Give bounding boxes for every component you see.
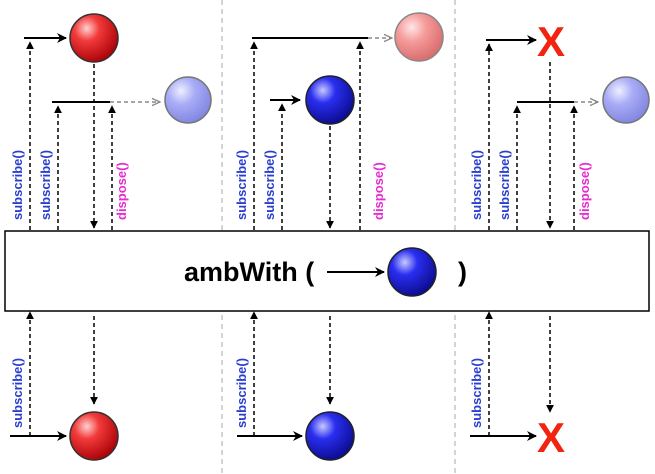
dispose-label: dispose() [114, 162, 129, 220]
error-mark: X [537, 414, 565, 461]
operator-box: ambWith ( ) [4, 230, 650, 312]
red-marble [69, 411, 119, 461]
blue-marble [305, 411, 355, 461]
subscribe-label: subscribe() [469, 358, 484, 428]
panel-1: subscribe() subscribe() dispose() subscr… [10, 13, 212, 461]
subscribe-label: subscribe() [262, 150, 277, 220]
blue-marble [305, 75, 355, 125]
subscribe-label: subscribe() [469, 150, 484, 220]
subscribe-label: subscribe() [10, 358, 25, 428]
faded-blue-marble [602, 76, 650, 124]
faded-red-marble [394, 12, 444, 62]
operator-close-paren: ) [458, 257, 467, 287]
subscribe-label: subscribe() [38, 150, 53, 220]
subscribe-label: subscribe() [234, 150, 249, 220]
dispose-label: dispose() [371, 162, 386, 220]
subscribe-label: subscribe() [234, 358, 249, 428]
dispose-label: dispose() [577, 162, 592, 220]
operator-arg-blue-marble [387, 247, 437, 297]
faded-blue-marble [164, 76, 212, 124]
error-mark: X [537, 18, 565, 65]
subscribe-label: subscribe() [497, 150, 512, 220]
subscribe-label: subscribe() [10, 150, 25, 220]
operator-name: ambWith ( [184, 257, 314, 287]
panel-3: X subscribe() subscribe() dispose() subs… [469, 18, 650, 461]
panel-2: subscribe() subscribe() dispose() subscr… [234, 12, 444, 461]
red-marble [69, 13, 119, 63]
